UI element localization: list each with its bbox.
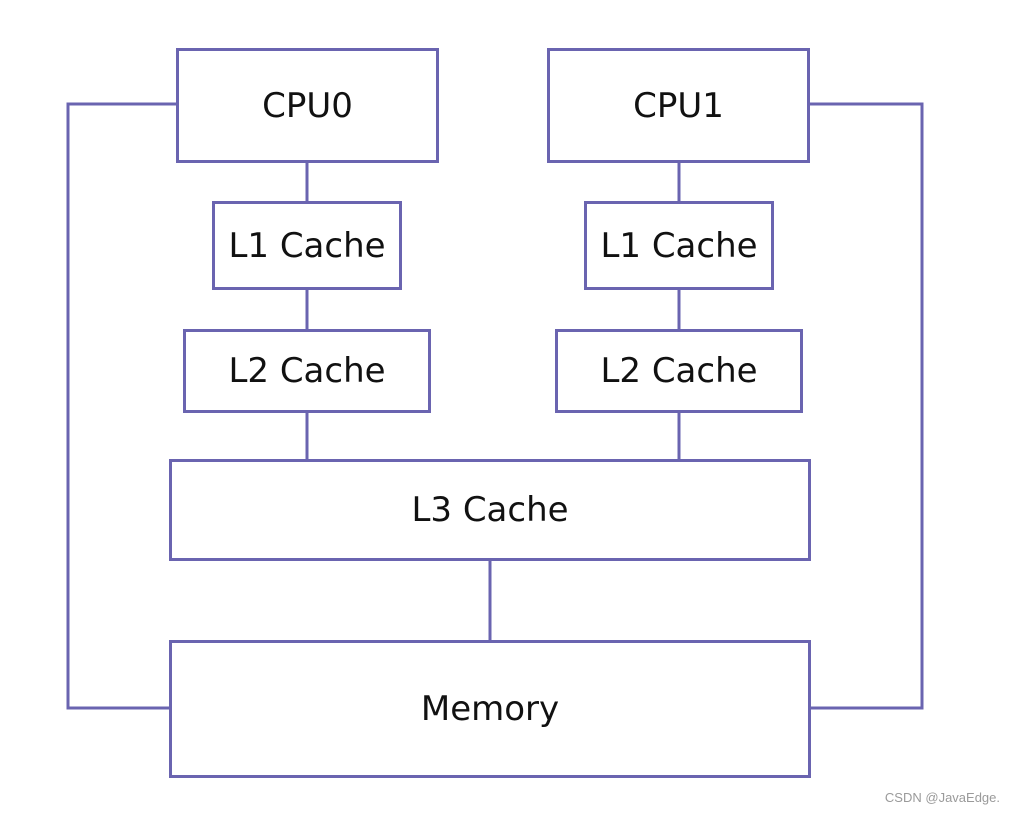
l1-cache-left-label: L1 Cache [228, 225, 386, 266]
l2-cache-left-box: L2 Cache [183, 329, 431, 413]
l2-cache-right-label: L2 Cache [600, 351, 758, 391]
l2-cache-right-box: L2 Cache [555, 329, 803, 413]
watermark: CSDN @JavaEdge. [884, 790, 1000, 805]
l1-cache-right-box: L1 Cache [584, 201, 774, 290]
l3-cache-label: L3 Cache [411, 490, 569, 530]
l1-cache-right-label: L1 Cache [600, 225, 758, 266]
l1-cache-left-box: L1 Cache [212, 201, 402, 290]
edge-cpu0-memory [66, 102, 177, 710]
memory-box: Memory [169, 640, 811, 778]
cpu1-label: CPU1 [633, 85, 724, 126]
l2-cache-left-label: L2 Cache [228, 351, 386, 391]
memory-label: Memory [420, 689, 560, 729]
cpu1-box: CPU1 [547, 48, 810, 163]
cpu0-label: CPU0 [262, 85, 353, 126]
cpu0-box: CPU0 [176, 48, 439, 163]
edge-cpu1-memory [809, 102, 924, 710]
l3-cache-box: L3 Cache [169, 459, 811, 561]
